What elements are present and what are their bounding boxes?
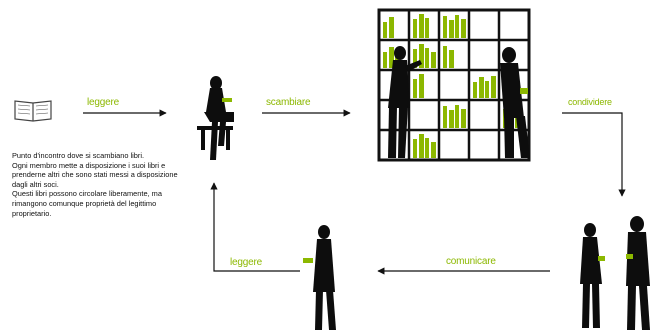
shelf-book [419,44,424,68]
shelf-book [383,52,387,68]
shelf-book [455,15,459,38]
shelf-book [461,19,466,38]
woman-silhouette-icon [388,46,422,158]
shelf-book [443,46,447,68]
woman-reading-seated-icon [197,76,234,160]
man-silhouette-icon [626,216,650,330]
shelf-book [419,74,424,98]
shelf-book [449,20,454,38]
arrow-condividere [562,112,626,197]
shelf-book [443,16,447,38]
shelf-book [455,105,459,128]
shelf-book [419,14,424,38]
open-book-icon [14,100,52,122]
shelf-book [473,82,477,98]
shelf-book [383,22,387,38]
description-text: Punto d'incontro dove si scambiano libri… [12,151,182,218]
label-leggere: leggere [87,97,119,108]
shelf-book [413,19,417,38]
shelf-book [431,142,436,158]
shelf-book [419,134,424,158]
shelf-book [425,138,429,158]
shelf-book [425,48,429,68]
shelf-book [389,47,394,68]
label-condividere: condividere [568,97,612,107]
shelf-book [449,50,454,68]
shelf-book [491,76,496,98]
shelf-book [449,110,454,128]
woman-silhouette-icon [580,223,605,328]
shelf-book [413,49,417,68]
shelf-book [461,109,466,128]
shelf-book [425,18,429,38]
shelf-book [395,51,399,68]
description-paragraph: Punto d'incontro dove si scambiano libri… [12,151,145,160]
woman-silhouette-icon [303,225,336,330]
description-paragraph: Questi libri possono circolare liberamen… [12,189,162,218]
shelf-book [413,139,417,158]
shelf-book [413,79,417,98]
shelf-book [485,81,489,98]
label-scambiare: scambiare [266,97,311,108]
shelf-book [389,17,394,38]
arrow-leggere-back [210,182,300,272]
label-leggere-return: leggere [230,257,262,268]
shelf-book [443,106,447,128]
man-silhouette-icon [500,47,530,158]
shelf-book [431,52,436,68]
shelf-book [479,77,484,98]
label-comunicare: comunicare [446,256,496,267]
description-paragraph: Ogni membro mette a disposizione i suoi … [12,160,178,189]
